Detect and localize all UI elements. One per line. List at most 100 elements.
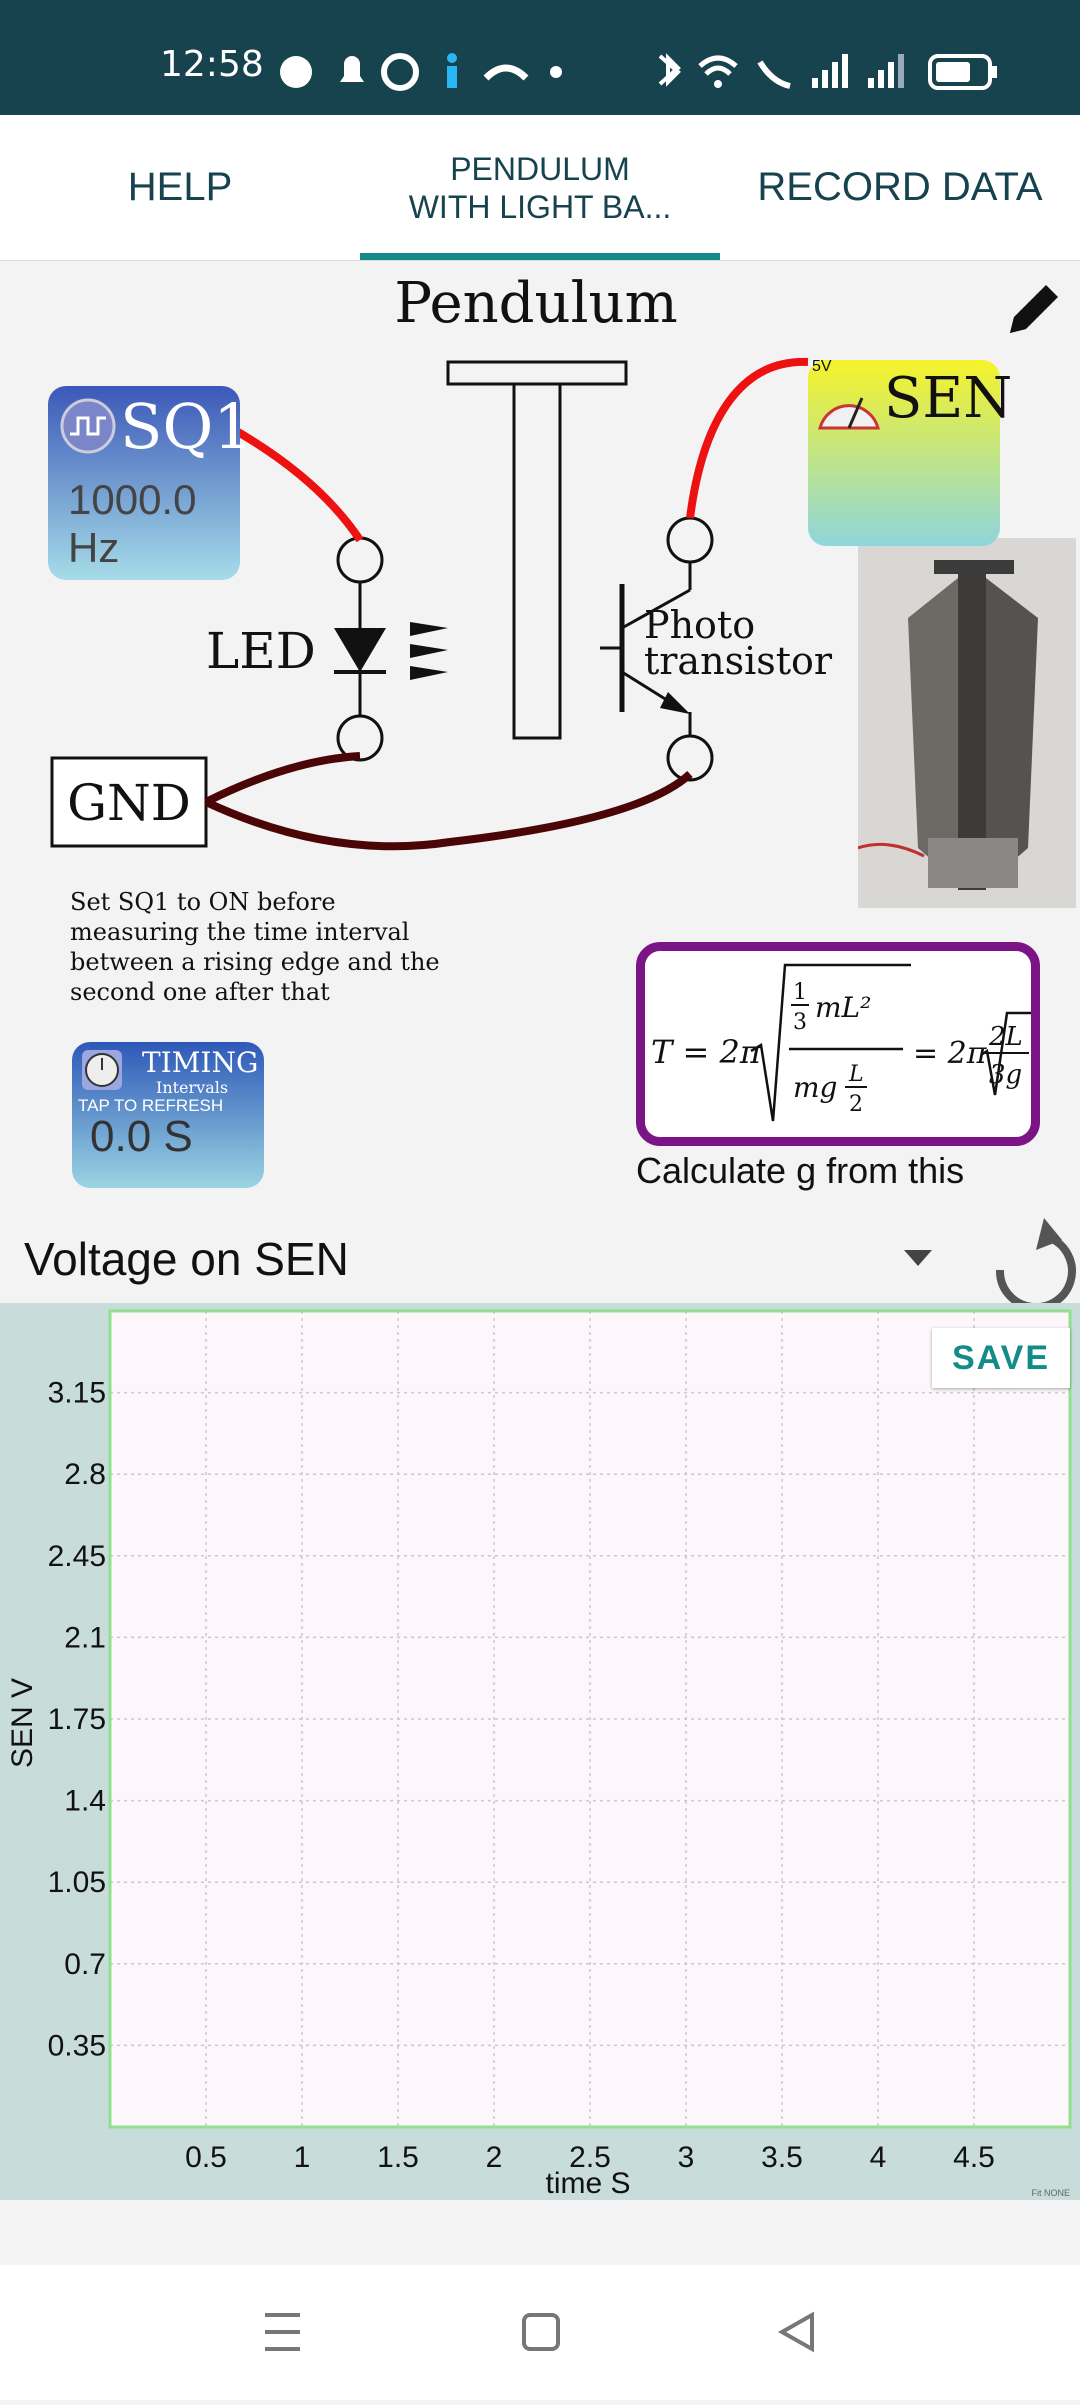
tab-help[interactable]: HELP [127,165,233,209]
sen-title: SEN [884,366,1013,431]
red-wire [235,428,364,543]
home-icon [522,2313,560,2351]
gnd-label: GND [67,774,191,832]
signal-1-icon [812,54,848,88]
formula-caption: Calculate g from this [636,1150,965,1191]
ground-wire [204,771,693,851]
x-axis-label: time S [545,2167,630,2200]
channel-dropdown[interactable]: Voltage on SEN [24,1233,349,1285]
plot-area[interactable]: 0.5 1 1.5 2 2.5 3 3.5 4 4.5 0.35 0.7 1.05 1.4 1.75 2.… [0,1303,1080,2200]
svg-text:mL²: mL² [815,991,871,1024]
photo-label-2: transistor [644,639,833,683]
y-axis-label: SEN V [6,1678,39,1768]
y-tick-labels: 0.350.71.051.41.752.12.452.83.15 [48,1377,106,2063]
apparatus-photo [858,538,1076,908]
plot-grid [110,1311,1070,2127]
svg-text:T = 2π: T = 2π [651,1033,762,1071]
photo-label-1: Photo [644,603,755,647]
ground-wire [204,752,361,806]
sen-widget[interactable]: 5V SEN [808,358,1012,546]
svg-text:= 2π: = 2π [913,1036,988,1071]
svg-text:2L: 2L [988,1022,1023,1052]
light-arrows-icon [410,622,448,680]
back-icon [777,2311,814,2353]
menu-icon [265,2313,300,2351]
x-tick-label: 2.5 [569,2141,611,2174]
record-icon [381,53,419,91]
tab-pendulum[interactable]: PENDULUM WITH LIGHT BA... [408,150,672,225]
battery-icon [928,54,997,90]
bell-icon [340,56,364,82]
x-tick-label: 3.5 [761,2141,803,2174]
y-tick-label: 2.1 [64,1621,106,1654]
sq1-widget[interactable]: SQ1 1000.0 Hz [48,386,253,580]
save-button[interactable]: SAVE [932,1328,1070,1388]
nav-icons [265,2311,814,2353]
instructions-text: Set SQ1 to ON before measuring the time … [70,888,447,1006]
dropdown-arrow-icon[interactable] [902,1248,934,1268]
wifi-calling-icon [757,60,791,89]
x-tick-label: 4.5 [953,2141,995,2174]
gnd-box [50,756,208,848]
formula-svg: T = 2π 1 3 mL² mg L 2 = 2π 2L 3g [651,963,1031,1122]
svg-text:L: L [848,1062,864,1087]
x-tick-label: 4 [870,2141,887,2174]
tab-indicator [360,253,720,260]
refresh-icon[interactable] [980,1210,1080,1310]
svg-text:1: 1 [793,980,807,1005]
sqrt-sign [750,963,911,1122]
wifi-icon [698,55,738,76]
diagram-title: Pendulum [394,271,677,336]
y-tick-label: 1.4 [64,1785,106,1818]
terminal-circle [666,734,714,782]
timing-value: 0.0 S [90,1112,193,1161]
x-tick-label: 2 [486,2141,503,2174]
y-tick-label: 0.7 [64,1948,106,1981]
pendulum-rod [512,382,562,740]
x-tick-labels: 0.5 1 1.5 2 2.5 3 3.5 4 4.5 [185,2141,995,2174]
status-time: 12:58 [160,44,264,85]
app-icon [280,56,312,88]
svg-text:3: 3 [793,1010,807,1035]
square-wave-icon [60,398,116,454]
y-tick-label: 2.8 [64,1458,106,1491]
tab-record-data[interactable]: RECORD DATA [757,165,1043,209]
led-symbol [334,628,386,672]
circuit-diagram: Pendulum LED Photo transistor GND Set SQ… [50,271,833,1006]
x-tick-label: 0.5 [185,2141,227,2174]
accessibility-icon [447,53,457,63]
x-tick-label: 1.5 [377,2141,419,2174]
status-icons [280,53,997,91]
y-tick-label: 1.05 [48,1866,106,1899]
red-wire [686,357,809,519]
x-tick-label: 3 [678,2141,695,2174]
sq1-value: 1000.0 Hz [68,476,197,571]
timing-title: TIMING [142,1046,259,1079]
tab-bar: HELP PENDULUM WITH LIGHT BA... RECORD DA… [0,115,1080,261]
led-label: LED [206,622,316,680]
x-tick-label: 1 [294,2141,311,2174]
timer-icon [82,1050,122,1090]
timing-subtitle: Intervals [156,1078,229,1097]
voltage-chart[interactable]: 0.5 1 1.5 2 2.5 3 3.5 4 4.5 0.35 0.7 1.05 1.4 1.75 2.… [0,1303,1080,2200]
terminal-circle [666,516,714,564]
sq1-title: SQ1 [120,390,253,463]
dot-icon [550,66,562,78]
signal-2-icon [868,54,904,88]
navigation-bar [0,2265,1080,2400]
svg-text:mg: mg [793,1071,837,1104]
gauge-icon [818,397,880,430]
svg-text:3g: 3g [989,1060,1022,1090]
svg-text:2: 2 [849,1092,863,1117]
y-tick-label: 1.75 [48,1703,106,1736]
terminal-circle [336,536,384,584]
status-bar: 12:58 [0,0,1080,115]
sen-voltage: 5V [812,358,832,375]
edit-icon[interactable] [1000,275,1070,345]
y-tick-label: 3.15 [48,1377,106,1410]
formula-box: T = 2π 1 3 mL² mg L 2 = 2π 2L 3g [636,942,1040,1146]
bluetooth-icon [658,53,681,87]
call-icon [483,64,529,81]
timing-widget[interactable]: TIMING Intervals TAP TO REFRESH 0.0 S [72,1042,264,1188]
y-tick-label: 0.35 [48,2029,106,2062]
